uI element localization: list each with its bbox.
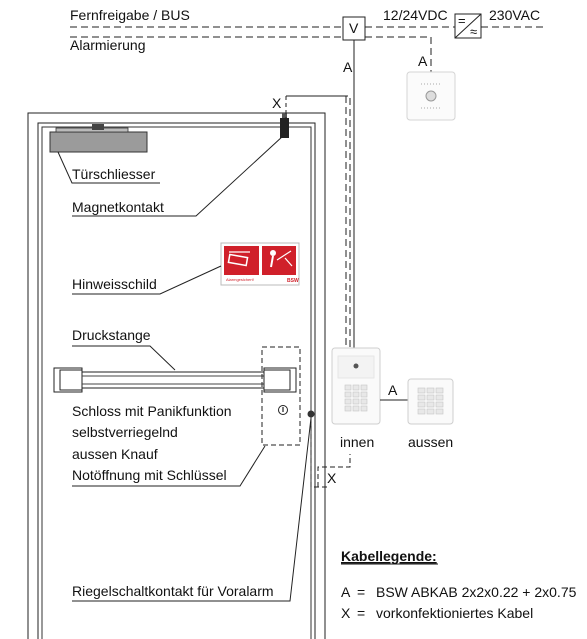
- psu-ac-symbol: ≈: [470, 24, 477, 39]
- lock-case-outline: [261, 346, 301, 446]
- cable-x2: X: [327, 470, 337, 486]
- outside-label: aussen: [408, 434, 453, 450]
- door-frame-outer: [27, 112, 326, 639]
- cable-a1: A: [343, 59, 353, 75]
- keypad-terminal-icon: [331, 347, 381, 425]
- cable-legend: Kabellegende: A = BSW ABKAB 2x2x0.22 + 2…: [341, 548, 577, 621]
- x-cable-bolt-terminal: [317, 454, 351, 487]
- lock-label-line3: aussen Knauf: [72, 446, 158, 462]
- legend-x-eq: =: [357, 605, 365, 621]
- voltage-ac: 230VAC: [489, 7, 540, 23]
- push-bar-label: Druckstange: [72, 327, 151, 343]
- cable-a3: A: [388, 382, 398, 398]
- psu-dc-symbol: =: [458, 13, 466, 28]
- door-leaf: [41, 126, 312, 639]
- alarm-label: Alarmierung: [70, 37, 145, 53]
- x-cable-bolt: [310, 418, 328, 488]
- magnet-contact-icon: [280, 113, 289, 138]
- door-closer-leader: [57, 151, 160, 184]
- bolt-switch-leader: [72, 417, 312, 602]
- alarm-device-line: [365, 36, 432, 72]
- bus-label: Fernfreigabe / BUS: [70, 7, 190, 23]
- sign-label: Hinweisschild: [72, 276, 157, 292]
- legend-a-text: BSW ABKAB 2x2x0.22 + 2x0.75: [376, 584, 577, 600]
- push-bar-leader: [72, 345, 176, 371]
- legend-a-key: A: [341, 584, 351, 600]
- bolt-switch-label: Riegelschaltkontakt für Voralarm: [72, 583, 274, 599]
- legend-a-eq: =: [357, 584, 365, 600]
- door-closer-label: Türschliesser: [72, 166, 156, 182]
- lock-label-line2: selbstverriegelnd: [72, 424, 178, 440]
- bolt-switch-icon: [307, 410, 315, 418]
- top-wiring: Fernfreigabe / BUS Alarmierung V 12/24VD…: [70, 7, 545, 348]
- cable-x1: X: [272, 95, 282, 111]
- sign-brand: BSW: [287, 278, 299, 284]
- magnet-contact-leader: [72, 135, 284, 217]
- magnet-contact-label: Magnetkontakt: [72, 199, 164, 215]
- psu-diagonal: [454, 13, 482, 39]
- door: [27, 112, 326, 639]
- lock-label-line1: Schloss mit Panikfunktion: [72, 403, 232, 419]
- lock-label-line4: Notöffnung mit Schlüssel: [72, 467, 227, 483]
- voltage-dc: 12/24VDC: [383, 7, 448, 23]
- lock-cylinder-icon: [278, 405, 288, 415]
- x-cable-magnet-terminal: [286, 95, 351, 348]
- legend-title: Kabellegende:: [341, 548, 437, 564]
- lock-leader: [72, 445, 266, 487]
- warning-sign-icon: Alarmgesichert! BSW: [220, 242, 300, 286]
- push-bar-icon: [53, 367, 297, 393]
- keypad-icon: [407, 378, 454, 425]
- cable-a2: A: [418, 53, 428, 69]
- sign-leader: [72, 265, 222, 295]
- v-box-label: V: [349, 20, 359, 36]
- legend-x-text: vorkonfektioniertes Kabel: [376, 605, 533, 621]
- alarm-sounder-icon: [406, 71, 456, 121]
- door-frame-inner: [37, 122, 316, 639]
- legend-x-key: X: [341, 605, 351, 621]
- door-closer-icon: [49, 124, 148, 153]
- sign-caption: Alarmgesichert!: [226, 277, 254, 282]
- inside-label: innen: [340, 434, 374, 450]
